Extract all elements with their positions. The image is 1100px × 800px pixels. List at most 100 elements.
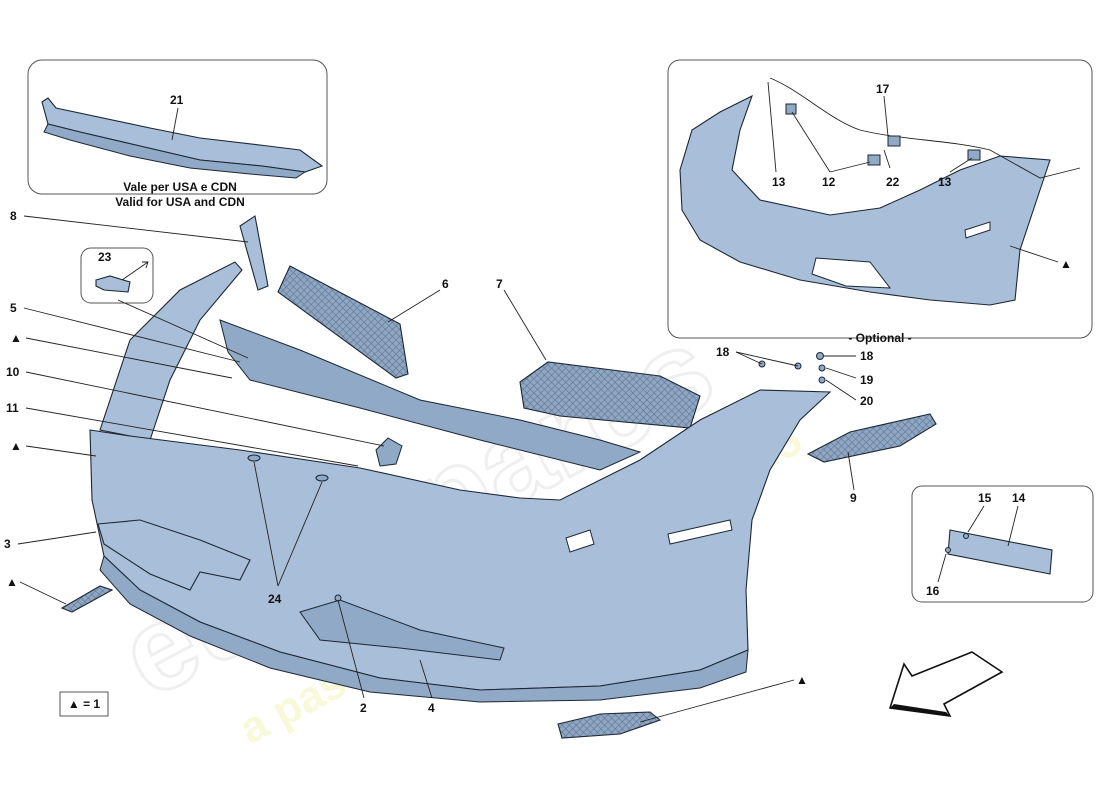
optional-sensor-17[interactable] [887, 135, 901, 147]
optional-sensor-12[interactable] [785, 103, 797, 115]
leader-12b [829, 161, 871, 173]
leader-21 [171, 107, 179, 141]
part-3-splitter[interactable] [97, 519, 251, 591]
optional-bumper[interactable] [679, 94, 1051, 306]
callout-4: 4 [428, 701, 435, 715]
leader-11 [25, 407, 359, 467]
optional-sensor-12b[interactable] [867, 154, 881, 166]
part-bottom-deflector[interactable] [557, 711, 662, 739]
callout-tri-c: ▲ [6, 575, 18, 589]
front-direction-arrow-shadow [890, 704, 950, 716]
callout-13a: 13 [772, 175, 786, 189]
callout-6: 6 [442, 277, 449, 291]
leader-14 [1007, 505, 1019, 547]
usa-cdn-inset: 21 Vale per USA e CDN Valid for USA and … [27, 59, 328, 209]
leader-4 [419, 659, 433, 699]
callout-19: 19 [860, 373, 874, 387]
fascia-washer-cap [565, 529, 595, 553]
leader-5 [23, 307, 241, 363]
part-15-screw[interactable] [963, 533, 969, 539]
leader-tri-c [19, 581, 67, 605]
callout-tri-optional: ▲ [1060, 257, 1072, 271]
usa-caption-line2: Valid for USA and CDN [115, 195, 245, 209]
callout-11: 11 [6, 401, 19, 415]
part-9-side-mesh[interactable] [806, 413, 937, 463]
main-callouts: 8 5 ▲ 10 11 ▲ 3 ▲ 6 7 24 2 4 ▲ 18 18 19 … [4, 209, 874, 715]
leader-17 [883, 95, 889, 137]
callout-5: 5 [10, 301, 17, 315]
leader-tri-optional [1009, 245, 1059, 263]
callout-tri-a: ▲ [10, 331, 22, 345]
usa-caption-line1: Vale per USA e CDN [123, 180, 237, 194]
leader-12a [791, 111, 831, 173]
callout-16: 16 [926, 584, 940, 598]
callout-tri-b: ▲ [10, 439, 22, 453]
fascia-right-lamp-recess [667, 519, 733, 545]
part-23-inset-frame [80, 247, 154, 304]
part-7-grille-mesh[interactable] [519, 361, 701, 429]
callout-15: 15 [978, 491, 992, 505]
callout-tri-d: ▲ [796, 673, 808, 687]
legend-text: ▲ = 1 [68, 697, 101, 711]
part-20-washer[interactable] [818, 376, 826, 384]
callout-8: 8 [10, 209, 17, 223]
callout-7: 7 [496, 277, 503, 291]
part-19-nut[interactable] [818, 364, 826, 372]
part-8-trim[interactable] [239, 215, 269, 291]
legend-frame [59, 691, 109, 717]
plate-inset: 15 14 16 [911, 485, 1094, 603]
part-24-grommet-right[interactable] [315, 474, 329, 482]
leader-9 [847, 451, 855, 491]
part-crossmember[interactable] [219, 319, 642, 471]
leader-tri-d [639, 679, 795, 723]
leader-tri-b [25, 445, 97, 457]
callout-9: 9 [850, 491, 857, 505]
leader-24-left [253, 461, 279, 587]
leader-3 [17, 531, 97, 545]
part-6-grille-mesh[interactable] [277, 265, 409, 379]
callout-23: 23 [98, 250, 112, 264]
callout-12: 12 [822, 175, 836, 189]
leader-18b [735, 351, 799, 367]
main-leaders [17, 215, 857, 723]
leader-6 [387, 289, 441, 323]
part-23-bracket[interactable] [95, 275, 131, 293]
part-fascia-left-arm[interactable] [99, 261, 243, 441]
callout-17: 17 [876, 82, 890, 96]
part-18-clip-c[interactable] [816, 352, 824, 360]
callout-14: 14 [1012, 491, 1026, 505]
callout-22: 22 [886, 175, 900, 189]
part-14-plate-holder[interactable] [947, 529, 1053, 575]
part-4-lower-intake-trim[interactable] [299, 599, 505, 661]
leader-10 [25, 371, 385, 447]
leader-13b [949, 157, 973, 173]
callout-3: 3 [4, 537, 11, 551]
optional-sensor-harness [769, 77, 1081, 179]
leader-tri-a [25, 337, 233, 379]
optional-sensor-13[interactable] [967, 149, 981, 161]
callout-18b: 18 [860, 349, 874, 363]
leader-24-right [277, 481, 323, 587]
leader-19 [825, 367, 857, 379]
callout-18a: 18 [716, 345, 730, 359]
part-10-latch[interactable] [375, 437, 403, 467]
callout-13b: 13 [938, 175, 952, 189]
part-23-inset: 23 [80, 247, 154, 304]
leader-18a [735, 351, 763, 365]
callout-2: 2 [360, 701, 367, 715]
callout-24: 24 [268, 592, 282, 606]
part-16-screw[interactable] [945, 547, 951, 553]
optional-bumper-lamp [964, 221, 991, 239]
leader-15 [967, 505, 985, 533]
part-24-grommet-left[interactable] [247, 454, 261, 462]
callout-20: 20 [860, 394, 874, 408]
part-left-deflector[interactable] [60, 585, 114, 613]
leader-16 [937, 553, 947, 583]
quantity-legend: ▲ = 1 [59, 691, 109, 717]
leader-22 [883, 149, 891, 169]
leader-13a [767, 81, 777, 173]
part-fascia-lower-lip [99, 555, 749, 703]
optional-inset: 17 13 12 22 13 ▲ - Optional - [667, 59, 1093, 345]
part-21-reinforcement-edge [43, 123, 307, 179]
leader-20 [825, 379, 857, 401]
